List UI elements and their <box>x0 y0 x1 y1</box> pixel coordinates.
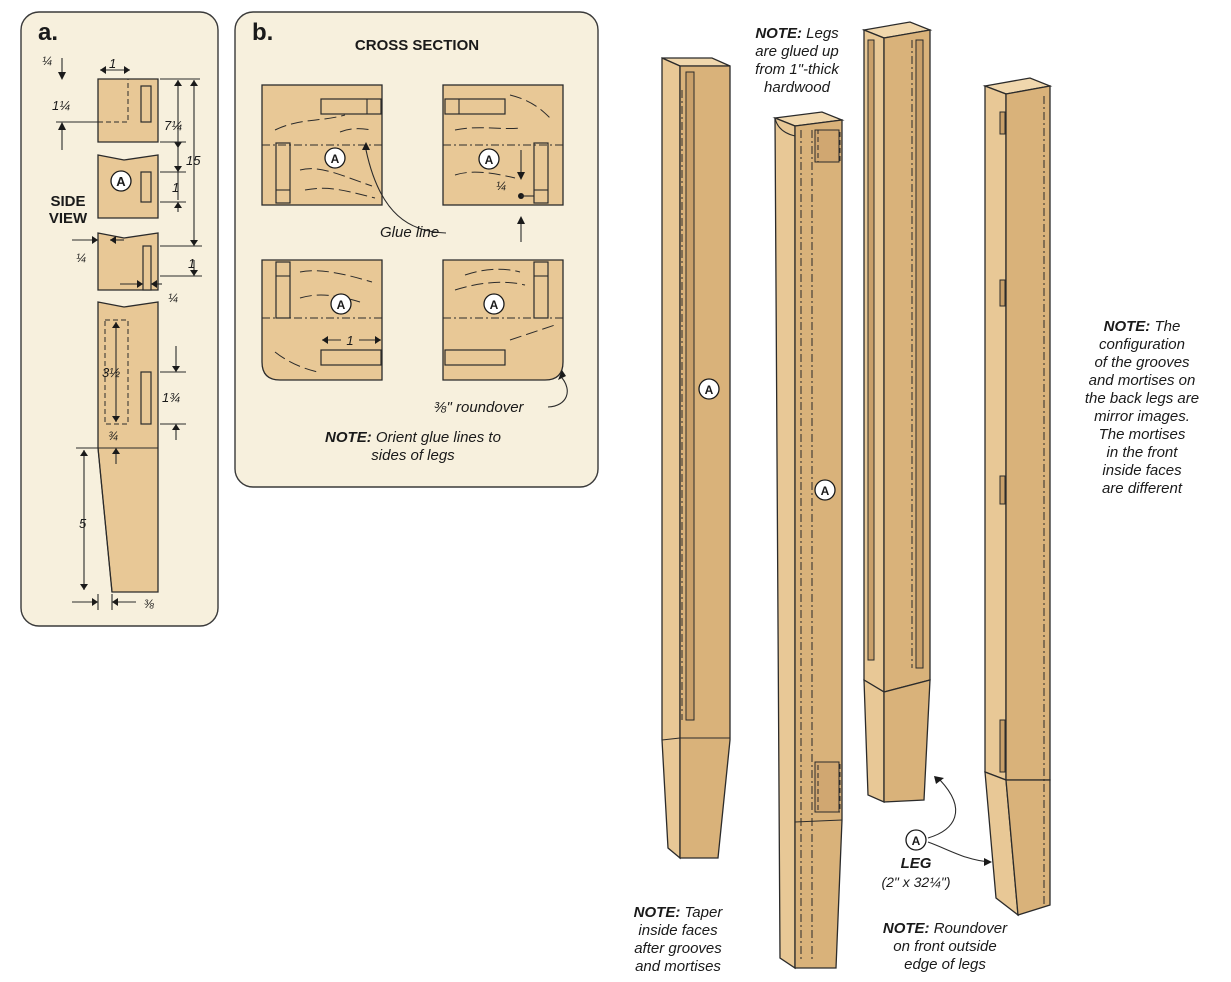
dim-quarter-right: ¼ <box>168 291 178 305</box>
roundover-leader <box>547 377 568 408</box>
taper-line <box>97 447 113 593</box>
panel-b-note-line1: NOTE: Orient glue lines to <box>325 429 501 446</box>
top-notch-dashed <box>98 79 129 123</box>
svg-text:the back legs are: the back legs are <box>1085 390 1199 407</box>
note-top-line3: from 1"-thick <box>755 61 840 78</box>
cross-section-top-right: A ¼ <box>442 84 564 242</box>
panel-a-side-view: a. A SIDE VIEW <box>20 11 219 627</box>
dim-one-quarter: 1¼ <box>52 98 70 113</box>
svg-text:configuration: configuration <box>1099 336 1185 353</box>
dim-quarter-left: ¼ <box>76 251 86 265</box>
groove-slot <box>142 245 152 291</box>
svg-text:mirror images.: mirror images. <box>1094 408 1190 425</box>
svg-text:on front outside: on front outside <box>893 938 996 955</box>
dim-top-quarter: ¼ <box>42 54 52 68</box>
part-a-label-side: A <box>116 174 126 189</box>
svg-text:NOTE: Roundover: NOTE: Roundover <box>883 920 1008 937</box>
middle-mortise <box>140 171 152 203</box>
cross-section-bottom-right: A <box>442 259 564 381</box>
svg-text:The mortises: The mortises <box>1099 426 1186 443</box>
dim-three-half: 3½ <box>102 365 120 380</box>
dim-one-three-quarter: 1¾ <box>162 390 180 405</box>
side-view-label-line1: SIDE <box>50 193 85 210</box>
panel-a-letter: a. <box>38 19 58 46</box>
dim-three-eighth: ⅜ <box>144 597 154 611</box>
dim-fifteen: 15 <box>186 153 201 168</box>
svg-text:NOTE: The: NOTE: The <box>1104 318 1181 335</box>
panel-b-background <box>234 11 599 488</box>
glue-line-label: Glue line <box>380 224 439 241</box>
svg-text:inside faces: inside faces <box>1102 462 1182 479</box>
lower-mortise <box>140 371 152 425</box>
leg-4 <box>982 77 1053 917</box>
glue-line-leader <box>365 149 447 234</box>
leg-title: LEG <box>901 855 932 872</box>
note-taper: NOTE: Taper inside faces after grooves a… <box>634 904 724 975</box>
dim-seven-quarter: 7¼ <box>164 118 182 133</box>
part-a-label-b4: A <box>490 298 499 312</box>
part-a-label-b1: A <box>331 152 340 166</box>
leg-callout-leader-2 <box>927 841 991 863</box>
panel-b-letter: b. <box>252 19 273 46</box>
part-a-label-leg2: A <box>821 484 830 498</box>
leg-2: A <box>772 111 845 970</box>
leg-callout-leader-1 <box>927 779 957 839</box>
svg-text:in the front: in the front <box>1107 444 1179 461</box>
dim-three-quarter: ¾ <box>108 429 118 443</box>
dim-top-one: 1 <box>109 56 116 71</box>
part-a-label-leg1: A <box>705 383 714 397</box>
svg-text:after grooves: after grooves <box>634 940 722 957</box>
svg-text:edge of legs: edge of legs <box>904 956 986 973</box>
part-a-label-b3: A <box>337 298 346 312</box>
one-label-b: 1 <box>346 333 353 348</box>
note-top-line4: hardwood <box>764 79 831 96</box>
cross-section-title: CROSS SECTION <box>355 37 479 54</box>
cross-section-bottom-left: A 1 <box>261 259 383 381</box>
roundover-label: ⅜" roundover <box>434 399 525 416</box>
quarter-label-b: ¼ <box>496 179 506 193</box>
note-top-line1: NOTE: Legs <box>755 25 839 42</box>
svg-text:of the grooves: of the grooves <box>1094 354 1190 371</box>
leg-1: A <box>661 56 731 860</box>
svg-text:and mortises: and mortises <box>635 958 721 975</box>
leg-size: (2" x 32¼") <box>881 874 950 890</box>
dim-five: 5 <box>79 516 87 531</box>
cross-section-top-left: A <box>261 84 383 206</box>
dimension-lines <box>56 58 202 610</box>
svg-text:NOTE: Taper: NOTE: Taper <box>634 904 724 921</box>
svg-text:and mortises on: and mortises on <box>1089 372 1196 389</box>
panel-b-note-line2: sides of legs <box>371 447 455 464</box>
dim-mid-one: 1 <box>172 180 179 195</box>
svg-text:inside faces: inside faces <box>638 922 718 939</box>
panel-b-cross-section: b. CROSS SECTION A <box>234 11 599 488</box>
note-top-line2: are glued up <box>755 43 838 60</box>
dim-right-one: 1 <box>188 256 195 271</box>
part-a-circle-side <box>110 170 132 192</box>
leg-3 <box>861 21 933 803</box>
note-roundover: NOTE: Roundover on front outside edge of… <box>883 920 1008 973</box>
top-mortise <box>140 85 152 123</box>
part-a-label-callout: A <box>912 834 921 848</box>
side-view-label-line2: VIEW <box>49 210 88 227</box>
note-right: NOTE: The configuration of the grooves a… <box>1085 318 1199 497</box>
lower-groove-dashed <box>104 319 129 425</box>
legs-assembly: A A <box>634 21 1199 975</box>
part-a-label-b2: A <box>485 153 494 167</box>
svg-text:are different: are different <box>1102 480 1183 497</box>
